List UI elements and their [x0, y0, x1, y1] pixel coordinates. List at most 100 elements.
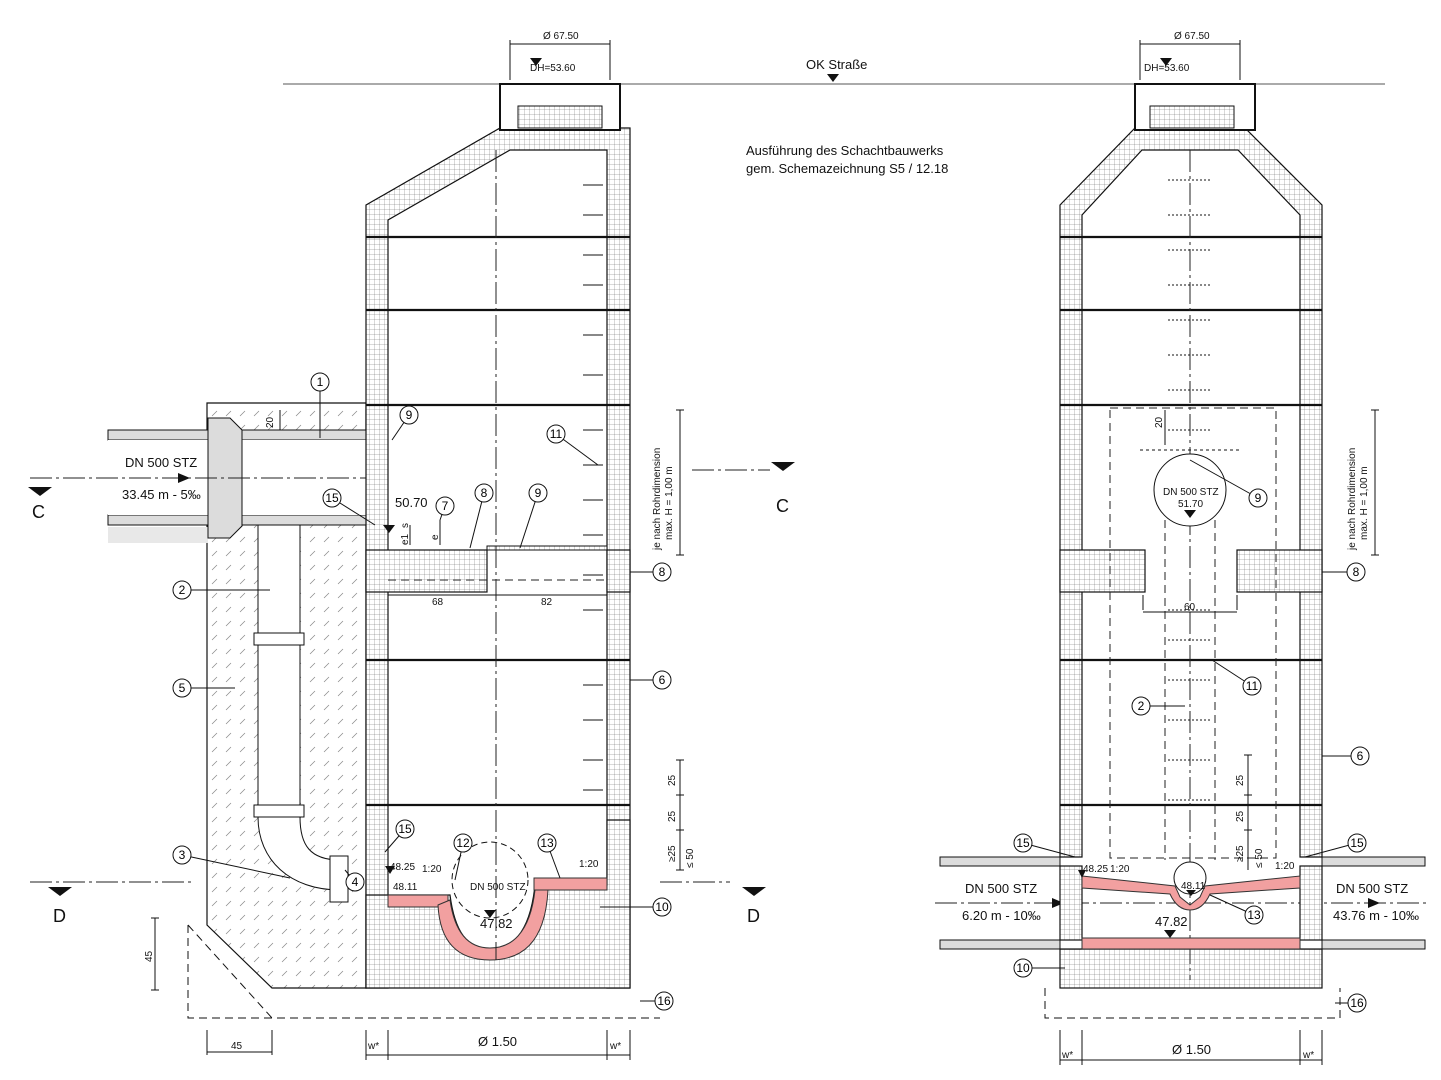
callout-circle [1013, 833, 1033, 853]
callout-9: 9 [519, 483, 548, 549]
callout-number: 11 [1246, 679, 1259, 693]
left-dim-s: s [400, 523, 411, 528]
section-d-left: D [53, 906, 66, 926]
callout-8: 8 [630, 562, 672, 582]
callout-circle [1131, 696, 1151, 716]
callout-circle [474, 483, 494, 503]
callout-number: 16 [1350, 996, 1364, 1010]
callout-number: 10 [1016, 961, 1030, 975]
callout-number: 12 [456, 836, 470, 850]
note-line1: Ausführung des Schachtbauwerks [746, 143, 944, 158]
callout-circle [345, 872, 365, 892]
left-dim-diam: Ø 1.50 [478, 1034, 517, 1049]
callout-circle [453, 833, 473, 853]
callout-circle [652, 670, 672, 690]
callout-number: 15 [398, 822, 412, 836]
left-cover-diameter: Ø 67.50 [543, 31, 579, 42]
callout-7: 7 [435, 496, 455, 521]
callout-circle [310, 372, 330, 392]
right-level-4825: 48.25 [1083, 864, 1108, 875]
right-level-4811: 48.11 [1181, 881, 1206, 892]
left-slope-2: 1:20 [579, 859, 599, 870]
left-channel-pipe: DN 500 STZ [470, 882, 526, 893]
callout-11: 11 [546, 424, 599, 466]
callout-circle [1244, 905, 1264, 925]
callout-number: 7 [442, 499, 449, 513]
left-dim-le50: ≤ 50 [685, 848, 696, 868]
left-inlet-slope: 33.45 m - 5‰ [122, 487, 201, 502]
left-dim-25b: 25 [667, 810, 678, 822]
right-dim-le50: ≤ 50 [1254, 848, 1265, 868]
callout-circle [172, 678, 192, 698]
drop-pipe [257, 524, 301, 816]
callout-number: 8 [659, 565, 666, 579]
left-level-4811: 48.11 [393, 882, 418, 893]
callout-number: 9 [1255, 491, 1262, 505]
right-inlet-pipe-label: DN 500 STZ [1163, 487, 1219, 498]
callout-number: 13 [1247, 908, 1261, 922]
callout-number: 8 [1353, 565, 1360, 579]
right-inlet-pipe [1153, 453, 1227, 527]
road-label: OK Straße [806, 57, 867, 72]
right-dim-w2: w* [1302, 1050, 1314, 1061]
left-slope-1: 1:20 [422, 864, 442, 875]
callout-circle [537, 833, 557, 853]
section-d-marker-left [48, 887, 72, 896]
callout-15: 15 [384, 819, 415, 853]
callout-16: 16 [1335, 993, 1367, 1013]
left-level-inlet: 50.70 [395, 495, 428, 510]
right-height-note1: je nach Rohrdimension [1347, 448, 1358, 551]
left-dim-25a: 25 [667, 774, 678, 786]
callout-number: 10 [655, 900, 669, 914]
callout-2: 2 [1131, 696, 1185, 716]
section-d-right: D [747, 906, 760, 926]
callout-6: 6 [630, 670, 672, 690]
left-dim-45a: 45 [144, 950, 155, 962]
callout-number: 5 [179, 681, 186, 695]
left-height-note2: max. H = 1,00 m [664, 466, 675, 540]
callout-circle [399, 405, 419, 425]
callout-11: 11 [1211, 659, 1262, 696]
left-cover-height: DH=53.60 [530, 63, 576, 74]
callout-circle [435, 496, 455, 516]
callout-1: 1 [310, 372, 330, 438]
left-dim-20: 20 [265, 416, 276, 428]
callout-number: 8 [481, 486, 488, 500]
section-c-marker-left [28, 487, 52, 496]
left-inlet-pipe: DN 500 STZ [125, 455, 197, 470]
callout-13: 13 [1209, 894, 1264, 925]
callout-9: 9 [391, 405, 419, 441]
right-level-inlet: 51.70 [1178, 499, 1203, 510]
callout-number: 1 [317, 375, 324, 389]
callout-circle [172, 580, 192, 600]
section-d-marker-right [742, 887, 766, 896]
right-slope-1: 1:20 [1110, 864, 1130, 875]
callout-5: 5 [172, 678, 235, 698]
callout-circle [1347, 993, 1367, 1013]
section-c-left: C [32, 502, 45, 522]
callout-circle [1242, 676, 1262, 696]
callout-number: 9 [535, 486, 542, 500]
callout-12: 12 [453, 833, 473, 881]
callout-circle [1347, 833, 1367, 853]
left-dim-68: 68 [432, 597, 444, 608]
callout-15: 15 [1013, 833, 1076, 858]
section-c-marker-right [771, 462, 795, 471]
callout-6: 6 [1322, 746, 1370, 766]
callout-2: 2 [172, 580, 270, 600]
callout-circle [395, 819, 415, 839]
callout-leader [181, 854, 291, 879]
callout-circle [1248, 488, 1268, 508]
callout-13: 13 [537, 833, 561, 879]
callout-number: 2 [179, 583, 186, 597]
callout-15: 15 [1304, 833, 1367, 858]
callout-10: 10 [1013, 958, 1065, 978]
callout-circle [1013, 958, 1033, 978]
road-marker-icon [827, 74, 839, 82]
callout-circle [652, 897, 672, 917]
callout-9: 9 [1189, 459, 1268, 508]
callout-circle [1350, 746, 1370, 766]
callout-number: 2 [1138, 699, 1145, 713]
callout-circle [546, 424, 566, 444]
